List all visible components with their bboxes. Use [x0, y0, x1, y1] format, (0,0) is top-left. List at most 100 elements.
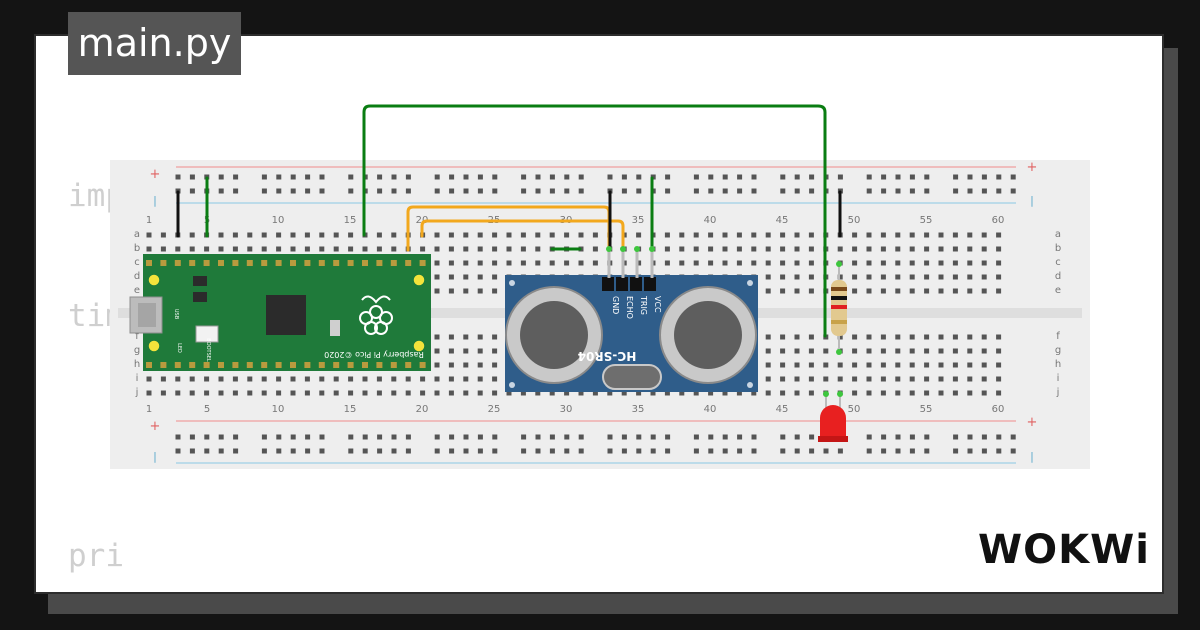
breadboard-hole — [448, 348, 454, 354]
pico-pin — [290, 362, 296, 368]
column-number: 40 — [704, 215, 717, 226]
breadboard-hole — [549, 174, 555, 180]
breadboard-hole — [463, 246, 469, 252]
row-letter: e — [134, 285, 140, 296]
row-letter: b — [134, 243, 140, 254]
breadboard-hole — [708, 260, 714, 266]
breadboard-hole — [578, 448, 584, 454]
breadboard-hole — [376, 390, 382, 396]
breadboard-hole — [967, 246, 973, 252]
breadboard-hole — [780, 232, 786, 238]
breadboard-hole — [794, 376, 800, 382]
breadboard-hole — [765, 260, 771, 266]
breadboard-hole — [665, 448, 671, 454]
breadboard-hole — [880, 334, 886, 340]
breadboard-hole — [218, 232, 224, 238]
breadboard-hole — [348, 434, 354, 440]
breadboard-hole — [448, 390, 454, 396]
breadboard-hole — [434, 448, 440, 454]
breadboard-hole — [607, 390, 613, 396]
breadboard-hole — [247, 390, 253, 396]
breadboard-hole — [261, 246, 267, 252]
breadboard-hole — [204, 246, 210, 252]
breadboard-hole — [434, 376, 440, 382]
breadboard-hole — [880, 348, 886, 354]
breadboard-hole — [967, 434, 973, 440]
row-letter: j — [135, 387, 139, 398]
breadboard-hole — [981, 362, 987, 368]
breadboard-hole — [261, 390, 267, 396]
breadboard-hole — [405, 390, 411, 396]
breadboard-hole — [362, 448, 368, 454]
pico-pin — [261, 260, 268, 266]
breadboard-hole — [967, 348, 973, 354]
pico-pin — [146, 260, 152, 266]
breadboard-hole — [477, 434, 483, 440]
breadboard-hole — [693, 232, 699, 238]
breadboard-hole — [247, 376, 253, 382]
breadboard-hole — [304, 232, 310, 238]
pico-pin — [376, 362, 383, 368]
breadboard-hole — [218, 188, 224, 194]
breadboard-hole — [952, 362, 958, 368]
breadboard-hole — [204, 448, 210, 454]
breadboard-hole — [895, 362, 901, 368]
breadboard-hole — [837, 174, 843, 180]
breadboard-hole — [981, 274, 987, 280]
sensor-pin-header — [616, 277, 628, 291]
breadboard-hole — [895, 174, 901, 180]
column-number: 50 — [848, 404, 861, 415]
breadboard-hole — [852, 376, 858, 382]
row-letter: i — [136, 373, 139, 384]
breadboard-hole — [348, 232, 354, 238]
breadboard-hole — [837, 334, 843, 340]
breadboard-hole — [881, 434, 887, 440]
breadboard-hole — [276, 246, 282, 252]
breadboard-hole — [895, 188, 901, 194]
row-letter: h — [1055, 359, 1061, 370]
breadboard-hole — [377, 434, 383, 440]
breadboard-hole — [477, 448, 483, 454]
breadboard-hole — [232, 232, 238, 238]
column-number: 60 — [992, 404, 1005, 415]
breadboard-hole — [189, 434, 195, 440]
breadboard-hole — [952, 232, 958, 238]
breadboard-hole — [866, 348, 872, 354]
breadboard-hole — [247, 232, 253, 238]
resistor-band — [831, 305, 847, 309]
connection-points — [606, 246, 843, 397]
sensor-pin-header — [644, 277, 656, 291]
breadboard-hole — [578, 390, 584, 396]
breadboard-hole — [837, 362, 843, 368]
breadboard-hole — [665, 188, 671, 194]
breadboard-hole — [218, 174, 224, 180]
breadboard-hole — [290, 390, 296, 396]
pico-pin — [290, 260, 296, 266]
breadboard-hole — [449, 174, 455, 180]
breadboard-hole — [953, 174, 959, 180]
breadboard-hole — [924, 434, 930, 440]
breadboard-hole — [938, 246, 944, 252]
resistor-band — [831, 296, 847, 300]
pico-mount-hole — [412, 273, 426, 287]
breadboard-hole — [809, 188, 815, 194]
breadboard-hole — [736, 232, 742, 238]
breadboard-hole — [636, 188, 642, 194]
breadboard-hole — [477, 376, 483, 382]
breadboard-hole — [420, 390, 426, 396]
breadboard-hole — [693, 260, 699, 266]
breadboard-hole — [967, 334, 973, 340]
breadboard-hole — [521, 448, 527, 454]
breadboard-hole — [722, 448, 728, 454]
breadboard-hole — [1010, 174, 1016, 180]
breadboard-hole — [362, 246, 368, 252]
breadboard-hole — [376, 376, 382, 382]
breadboard-hole — [492, 188, 498, 194]
row-letter: g — [1055, 345, 1061, 356]
breadboard-hole — [852, 246, 858, 252]
bootsel-label: BOOTSEL — [205, 338, 211, 362]
breadboard-hole — [765, 232, 771, 238]
breadboard-hole — [909, 348, 915, 354]
breadboard-hole — [233, 188, 239, 194]
